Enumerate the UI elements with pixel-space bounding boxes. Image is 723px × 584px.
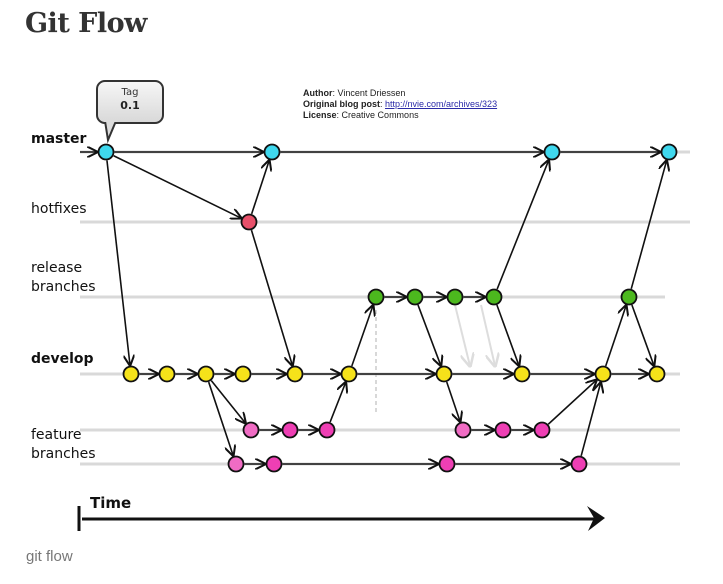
lane-label-master: master (31, 131, 87, 147)
commit-node-feature2-g3 (438, 455, 456, 473)
edge-g4-to-d9 (580, 383, 600, 456)
page-title: Git Flow (25, 8, 147, 39)
lane-label-hotfixes: hotfixes (31, 201, 87, 217)
author-name: Vincent Driessen (337, 88, 406, 98)
tag-version: 0.1 (120, 99, 140, 112)
edge-r5-to-m4 (630, 161, 666, 290)
lane-label-feature-2: branches (31, 446, 96, 462)
commit-node-feature1-f6 (533, 421, 551, 439)
commit-node-develop-d2 (158, 365, 176, 383)
commit-node-feature2-g2 (265, 455, 283, 473)
commit-node-master-m4 (660, 143, 678, 161)
time-axis-label: Time (90, 494, 132, 512)
tag-callout: Tag 0.1 (96, 80, 164, 124)
time-axis-arrowhead (587, 506, 605, 531)
blog-link[interactable]: http://nvie.com/archives/323 (385, 99, 498, 109)
edge-r4-to-d8 (496, 304, 519, 366)
edge-f3-to-d6 (329, 382, 346, 423)
commit-node-master-m1 (97, 143, 115, 161)
lane-label-release-1: release (31, 260, 83, 276)
author-line: Author: Vincent Driessen (303, 88, 406, 98)
blog-line: Original blog post: http://nvie.com/arch… (303, 99, 498, 109)
edge-d7-to-f4 (445, 381, 460, 421)
edge-h1-to-d5 (250, 229, 292, 365)
commit-node-feature2-g1 (227, 455, 245, 473)
license-name: Creative Commons (341, 110, 419, 120)
commit-node-develop-d4 (234, 365, 252, 383)
commit-node-develop-d8 (513, 365, 531, 383)
lane-label-feature-1: feature (31, 427, 82, 443)
commit-node-feature1-f1 (242, 421, 260, 439)
edge-h1-to-m2 (250, 161, 270, 215)
edge-m1-to-h1 (113, 155, 241, 218)
commit-node-release-r4 (485, 288, 503, 306)
ghost-merge-arrow (454, 304, 470, 366)
edge-r5-to-d10 (631, 304, 654, 366)
commit-node-develop-d3 (197, 365, 215, 383)
commit-node-develop-d6 (340, 365, 358, 383)
commit-node-release-r2 (406, 288, 424, 306)
commit-node-release-r5 (620, 288, 638, 306)
edge-d3-to-g1 (207, 381, 233, 455)
edge-m1-to-d1 (106, 160, 130, 365)
lane-label-develop: develop (31, 351, 94, 367)
commit-node-feature1-f2 (281, 421, 299, 439)
commit-node-develop-d1 (122, 365, 140, 383)
commit-node-feature1-f4 (454, 421, 472, 439)
commit-node-develop-d5 (286, 365, 304, 383)
commit-node-master-m2 (263, 143, 281, 161)
attribution-block: Author: Vincent Driessen Original blog p… (303, 88, 497, 121)
commit-node-master-m3 (543, 143, 561, 161)
edge-d3-to-f1 (210, 380, 245, 423)
commit-node-develop-d9 (594, 365, 612, 383)
commit-node-hotfix-h1 (240, 213, 258, 231)
tag-label: Tag (121, 87, 139, 98)
commit-node-develop-d7 (435, 365, 453, 383)
edge-r4-to-m3 (496, 160, 549, 290)
commit-node-release-r3 (446, 288, 464, 306)
license-line: License: Creative Commons (303, 110, 419, 120)
edge-d6-to-r1 (351, 305, 373, 367)
commit-node-develop-d10 (648, 365, 666, 383)
edge-d9-to-r5 (604, 306, 626, 367)
commit-node-feature2-g4 (570, 455, 588, 473)
edge-r2-to-d7 (417, 304, 441, 366)
edge-f6-to-d9 (547, 380, 596, 425)
commit-node-release-r1 (367, 288, 385, 306)
commit-node-feature1-f5 (494, 421, 512, 439)
figure-caption: git flow (26, 548, 73, 565)
commit-node-feature1-f3 (318, 421, 336, 439)
lane-label-release-2: branches (31, 279, 96, 295)
ghost-merge-arrow (480, 304, 495, 366)
